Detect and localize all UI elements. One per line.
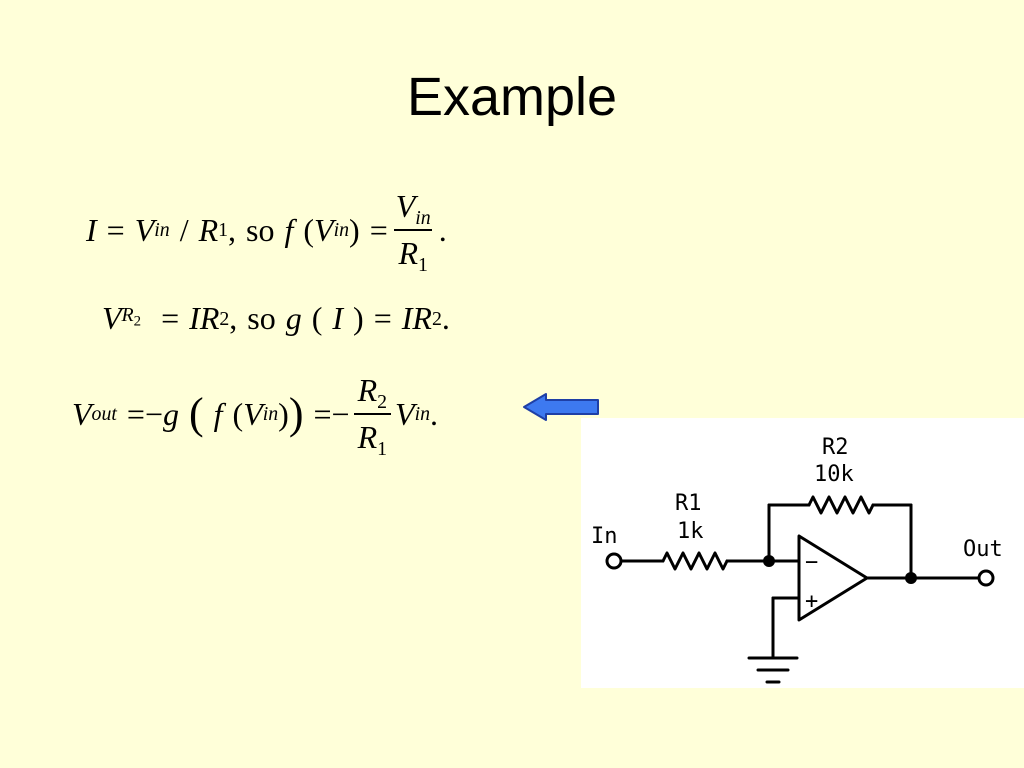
eq2-period: . — [441, 300, 450, 336]
resistor-r1 — [661, 551, 729, 571]
eq1-right-paren: ) — [349, 211, 360, 248]
left-arrow-icon — [523, 393, 599, 421]
eq3-fraction: R2 R1 — [353, 372, 392, 459]
eq2-ir-product-2: IR — [401, 300, 432, 336]
eq2-right-paren: ) — [353, 300, 364, 336]
eq2-function-g: g — [285, 300, 302, 336]
eq1-arg-in-subscript: in — [333, 219, 350, 241]
eq2-left-paren: ( — [311, 300, 323, 336]
eq3-fraction-numerator: R2 — [354, 372, 391, 413]
eq3-out-subscript: out — [91, 403, 117, 425]
eq3-input-subscript: in — [414, 403, 431, 425]
eq2-comma: , — [229, 300, 238, 336]
eq1-resistor-symbol: R — [198, 211, 219, 248]
eq2-equals: = — [161, 300, 180, 336]
output-label: Out — [963, 537, 1003, 562]
eq1-den-subscript: 1 — [418, 253, 428, 276]
slide-title: Example — [406, 67, 618, 127]
input-label: In — [591, 524, 618, 549]
eq3-big-right-paren: ) — [288, 389, 304, 438]
eq3-left-paren: ( — [232, 395, 244, 432]
eq3-fraction-denominator: R1 — [353, 413, 392, 459]
r1-name-label: R1 — [675, 491, 702, 516]
eq1-den-resistor: R — [398, 235, 419, 271]
eq1-current-symbol: I — [86, 211, 97, 248]
eq2-r-subscript: R — [121, 304, 134, 327]
r2-name-label: R2 — [822, 435, 849, 460]
output-junction-dot — [905, 572, 917, 584]
r1-value-label: 1k — [677, 519, 704, 544]
eq1-num-in-subscript: in — [415, 206, 431, 229]
inverting-amplifier-circuit: − + In Out R1 1k R2 10k — [581, 418, 1024, 688]
eq3-function-f: f — [213, 395, 223, 432]
eq3-function-g: g — [162, 395, 179, 432]
eq1-voltage-symbol: V — [134, 211, 155, 248]
eq1-fraction: Vin R1 — [392, 188, 435, 275]
eq2-so-word: so — [247, 300, 276, 336]
output-terminal — [977, 569, 995, 587]
eq3-equals-2: = — [313, 395, 332, 432]
eq1-num-voltage: V — [395, 188, 416, 224]
r2-value-label: 10k — [814, 462, 854, 487]
eq2-equals-2: = — [373, 300, 392, 336]
eq3-minus-2: − — [331, 395, 350, 432]
eq3-minus: − — [144, 395, 163, 432]
op-amp-minus-sign: − — [805, 550, 818, 575]
eq3-den-resistor: R — [357, 419, 378, 455]
eq2-ir-product: IR — [189, 300, 220, 336]
eq3-num-subscript: 2 — [377, 390, 388, 413]
eq1-equals: = — [106, 211, 125, 248]
eq1-slash: / — [179, 211, 189, 248]
eq3-voltage-symbol: V — [72, 395, 92, 432]
eq1-comma: , — [228, 211, 237, 248]
eq3-input-voltage: V — [395, 395, 415, 432]
op-amp — [797, 534, 869, 622]
op-amp-plus-sign: + — [805, 589, 818, 614]
eq3-right-paren: ) — [278, 395, 289, 432]
eq2-arg-current: I — [332, 300, 344, 336]
eq1-arg-voltage: V — [314, 211, 334, 248]
eq1-in-subscript: in — [154, 219, 170, 241]
eq1-left-paren: ( — [303, 211, 315, 248]
eq1-period: . — [438, 211, 447, 248]
eq3-arg-in-subscript: in — [262, 403, 279, 425]
eq3-arg-voltage: V — [243, 395, 263, 432]
eq1-function-f: f — [284, 211, 294, 248]
eq3-den-subscript: 1 — [377, 437, 388, 460]
eq1-so-word: so — [246, 211, 275, 248]
eq1-fraction-numerator: Vin — [392, 188, 435, 229]
resistor-r2 — [807, 495, 875, 515]
eq3-period: . — [430, 395, 439, 432]
eq3-num-resistor: R — [357, 372, 378, 408]
eq2-r-sub-subscript: 2 — [133, 313, 142, 330]
input-junction-dot — [763, 555, 775, 567]
eq1-equals-2: = — [369, 211, 388, 248]
input-terminal — [605, 552, 623, 570]
eq3-big-left-paren: ( — [188, 389, 204, 438]
eq1-fraction-denominator: R1 — [394, 229, 432, 275]
eq3-equals: = — [126, 395, 145, 432]
eq2-voltage-symbol: V — [102, 300, 122, 336]
